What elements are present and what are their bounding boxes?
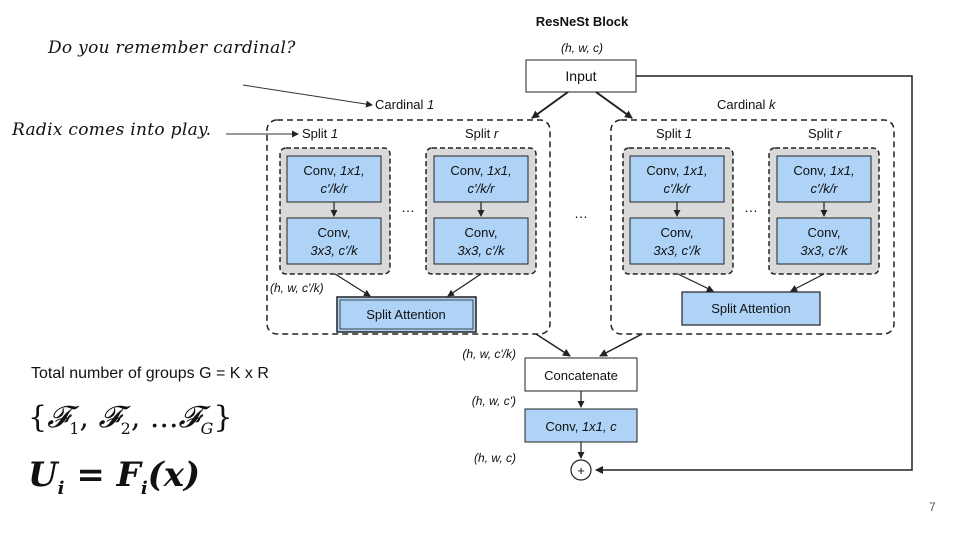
cardinal-k-split-attention xyxy=(681,291,821,326)
conv-3x3-text: Conv, xyxy=(465,225,498,240)
u-equals-f-expression: Ui = Fi(x) xyxy=(28,455,201,499)
add-node xyxy=(570,459,592,481)
split-shape-label: (h, w, c'/k) xyxy=(270,281,324,295)
arrow-input-to-cardinal-1 xyxy=(531,91,569,119)
conv-1x1-channels: c'/k/r xyxy=(663,181,691,196)
cardinal-1-split-ellipsis: … xyxy=(401,199,415,215)
cardinal-1-split-attention xyxy=(336,296,477,333)
cardinal-1-split-1-conv-1x1 xyxy=(286,155,382,203)
cardinal-1-split-r-label: Split r xyxy=(465,126,499,141)
cardinal-k-split-1-conv-3x3 xyxy=(629,217,725,265)
cardinal-note-arrow xyxy=(242,84,373,108)
residual-connection xyxy=(595,75,913,474)
conv-3x3-text: Conv, xyxy=(808,225,841,240)
arrow-input-to-cardinal-k xyxy=(595,91,633,119)
diagram-title: ResNeSt Block xyxy=(536,14,629,29)
arrow-cardinal-1-to-concat xyxy=(535,333,571,357)
cardinal-k-split-r-label: Split r xyxy=(808,126,842,141)
conv-3x3-channels: 3x3, c'/k xyxy=(800,243,849,258)
arrow-split-1-to-attention xyxy=(334,273,371,297)
plus-icon: + xyxy=(577,463,585,478)
conv-1x1-channels: c'/k/r xyxy=(320,181,348,196)
conv-3x3-channels: 3x3, c'/k xyxy=(457,243,506,258)
arrow-split-1-to-attention-k xyxy=(677,273,714,292)
conv-3x3-channels: 3x3, c'/k xyxy=(310,243,359,258)
split-attention-inner-border xyxy=(339,299,474,330)
cardinal-1-split-1-label: Split 1 xyxy=(302,126,338,141)
conv-1x1-channels: c'/k/r xyxy=(810,181,838,196)
input-shape-label: (h, w, c) xyxy=(561,41,603,55)
arrow-cardinal-k-to-concat xyxy=(599,333,643,357)
output-shape-label: (h, w, c) xyxy=(474,451,516,465)
concatenate-box xyxy=(524,357,638,392)
concatenate-label: Concatenate xyxy=(544,368,618,383)
page-number: 7 xyxy=(929,500,936,514)
groups-label: Total number of groups G = K x R xyxy=(31,365,269,382)
cardinal-k-split-ellipsis: … xyxy=(744,199,758,215)
split-attention-label: Split Attention xyxy=(711,301,791,316)
radix-note: Radix comes into play. xyxy=(12,120,212,140)
final-conv-1x1-box xyxy=(524,408,638,443)
arrow-split-r-to-attention-k xyxy=(790,273,825,292)
conv-3x3-channels: 3x3, c'/k xyxy=(653,243,702,258)
concat-input-shape-label: (h, w, c'/k) xyxy=(462,347,516,361)
feature-set-expression: {𝓕1, 𝓕2, ...𝓕G} xyxy=(28,400,233,438)
cardinal-k-split-1-label: Split 1 xyxy=(656,126,692,141)
conv-1x1-channels: c'/k/r xyxy=(467,181,495,196)
arrow-split-r-to-attention xyxy=(447,273,482,297)
cardinal-question-note: Do you remember cardinal? xyxy=(48,38,296,58)
cardinal-k-group xyxy=(610,119,895,335)
cardinal-1-group xyxy=(266,119,551,335)
conv-1x1-text: Conv, 1x1, xyxy=(450,163,511,178)
split-attention-label: Split Attention xyxy=(366,307,446,322)
cardinal-k-split-r-conv-3x3 xyxy=(776,217,872,265)
conv-3x3-text: Conv, xyxy=(318,225,351,240)
concat-output-shape-label: (h, w, c') xyxy=(472,394,516,408)
conv-3x3-text: Conv, xyxy=(661,225,694,240)
conv-1x1-text: Conv, 1x1, xyxy=(793,163,854,178)
final-conv-label: Conv, 1x1, c xyxy=(545,419,617,434)
cardinal-1-label: Cardinal 1 xyxy=(375,97,434,112)
conv-1x1-text: Conv, 1x1, xyxy=(303,163,364,178)
cardinal-1-split-1-conv-3x3 xyxy=(286,217,382,265)
conv-1x1-text: Conv, 1x1, xyxy=(646,163,707,178)
cardinal-1-split-r-conv-3x3 xyxy=(433,217,529,265)
cardinal-ellipsis: … xyxy=(574,205,588,221)
cardinal-k-split-r-conv-1x1 xyxy=(776,155,872,203)
input-label: Input xyxy=(565,68,596,84)
cardinal-1-split-r-conv-1x1 xyxy=(433,155,529,203)
cardinal-k-label: Cardinal k xyxy=(717,97,777,112)
